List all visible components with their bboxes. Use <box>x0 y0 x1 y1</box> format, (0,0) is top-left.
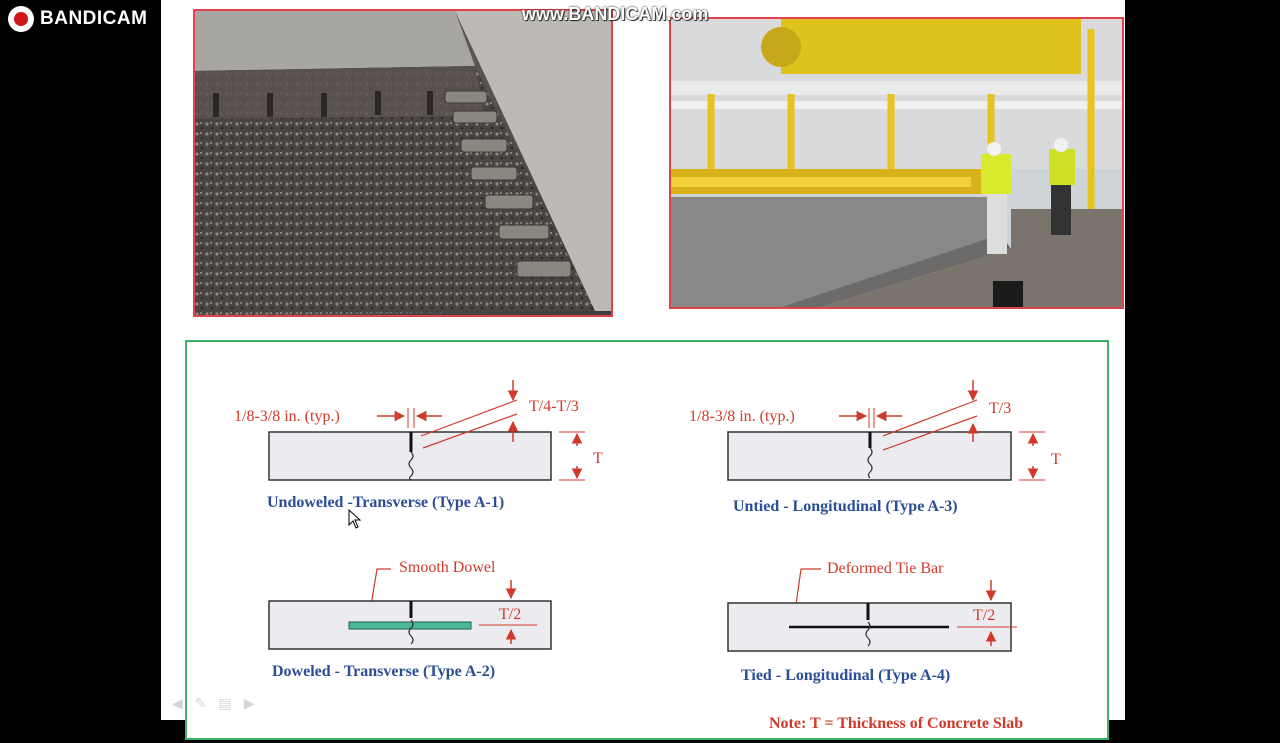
slideshow-toolbar: ◀ ✎ ▤ ▶ <box>172 696 255 712</box>
a4-caption: Tied - Longitudinal (Type A-4) <box>741 667 950 684</box>
a4-bar-label: Deformed Tie Bar <box>827 560 944 577</box>
type-a3-diagram: 1/8-3/8 in. (typ.) T/3 T Untied - Longit… <box>689 380 1061 515</box>
a1-depth-label: T/4-T/3 <box>529 398 579 415</box>
a3-caption: Untied - Longitudinal (Type A-3) <box>733 498 958 515</box>
prev-slide-icon[interactable]: ◀ <box>172 696 183 712</box>
dowel-joint-photo <box>193 9 613 317</box>
a2-bar-label: Smooth Dowel <box>399 559 496 576</box>
type-a1-diagram: 1/8-3/8 in. (typ.) T/4-T/3 T Undoweled -… <box>234 380 603 511</box>
menu-icon[interactable]: ▤ <box>218 696 232 712</box>
slipform-paver-photo <box>669 17 1124 309</box>
pen-icon[interactable]: ✎ <box>194 696 207 712</box>
a1-caption: Undoweled -Transverse (Type A-1) <box>267 494 504 511</box>
cursor-icon <box>348 509 361 529</box>
a3-depth-label: T/3 <box>989 400 1011 417</box>
a2-depth-label: T/2 <box>499 606 521 623</box>
bandicam-logo: BANDICAM <box>8 6 147 32</box>
joint-types-diagram: 1/8-3/8 in. (typ.) T/4-T/3 T Undoweled -… <box>185 340 1109 740</box>
next-slide-icon[interactable]: ▶ <box>243 696 255 712</box>
bandicam-watermark: www.BANDICAM.com <box>522 4 709 24</box>
a4-depth-label: T/2 <box>973 607 995 624</box>
a3-thickness-label: T <box>1051 451 1061 468</box>
a3-dim-label: 1/8-3/8 in. (typ.) <box>689 408 795 425</box>
record-icon <box>8 6 34 32</box>
thickness-note: Note: T = Thickness of Concrete Slab <box>769 715 1023 732</box>
a1-thickness-label: T <box>593 450 603 467</box>
bandicam-logo-text: BANDICAM <box>40 8 148 29</box>
type-a4-diagram: Deformed Tie Bar T/2 Tied - Longitudinal… <box>727 560 1017 684</box>
a2-caption: Doweled - Transverse (Type A-2) <box>272 663 495 680</box>
a1-dim-label: 1/8-3/8 in. (typ.) <box>234 408 340 425</box>
type-a2-diagram: Smooth Dowel T/2 Doweled - Transverse (T… <box>268 559 552 680</box>
